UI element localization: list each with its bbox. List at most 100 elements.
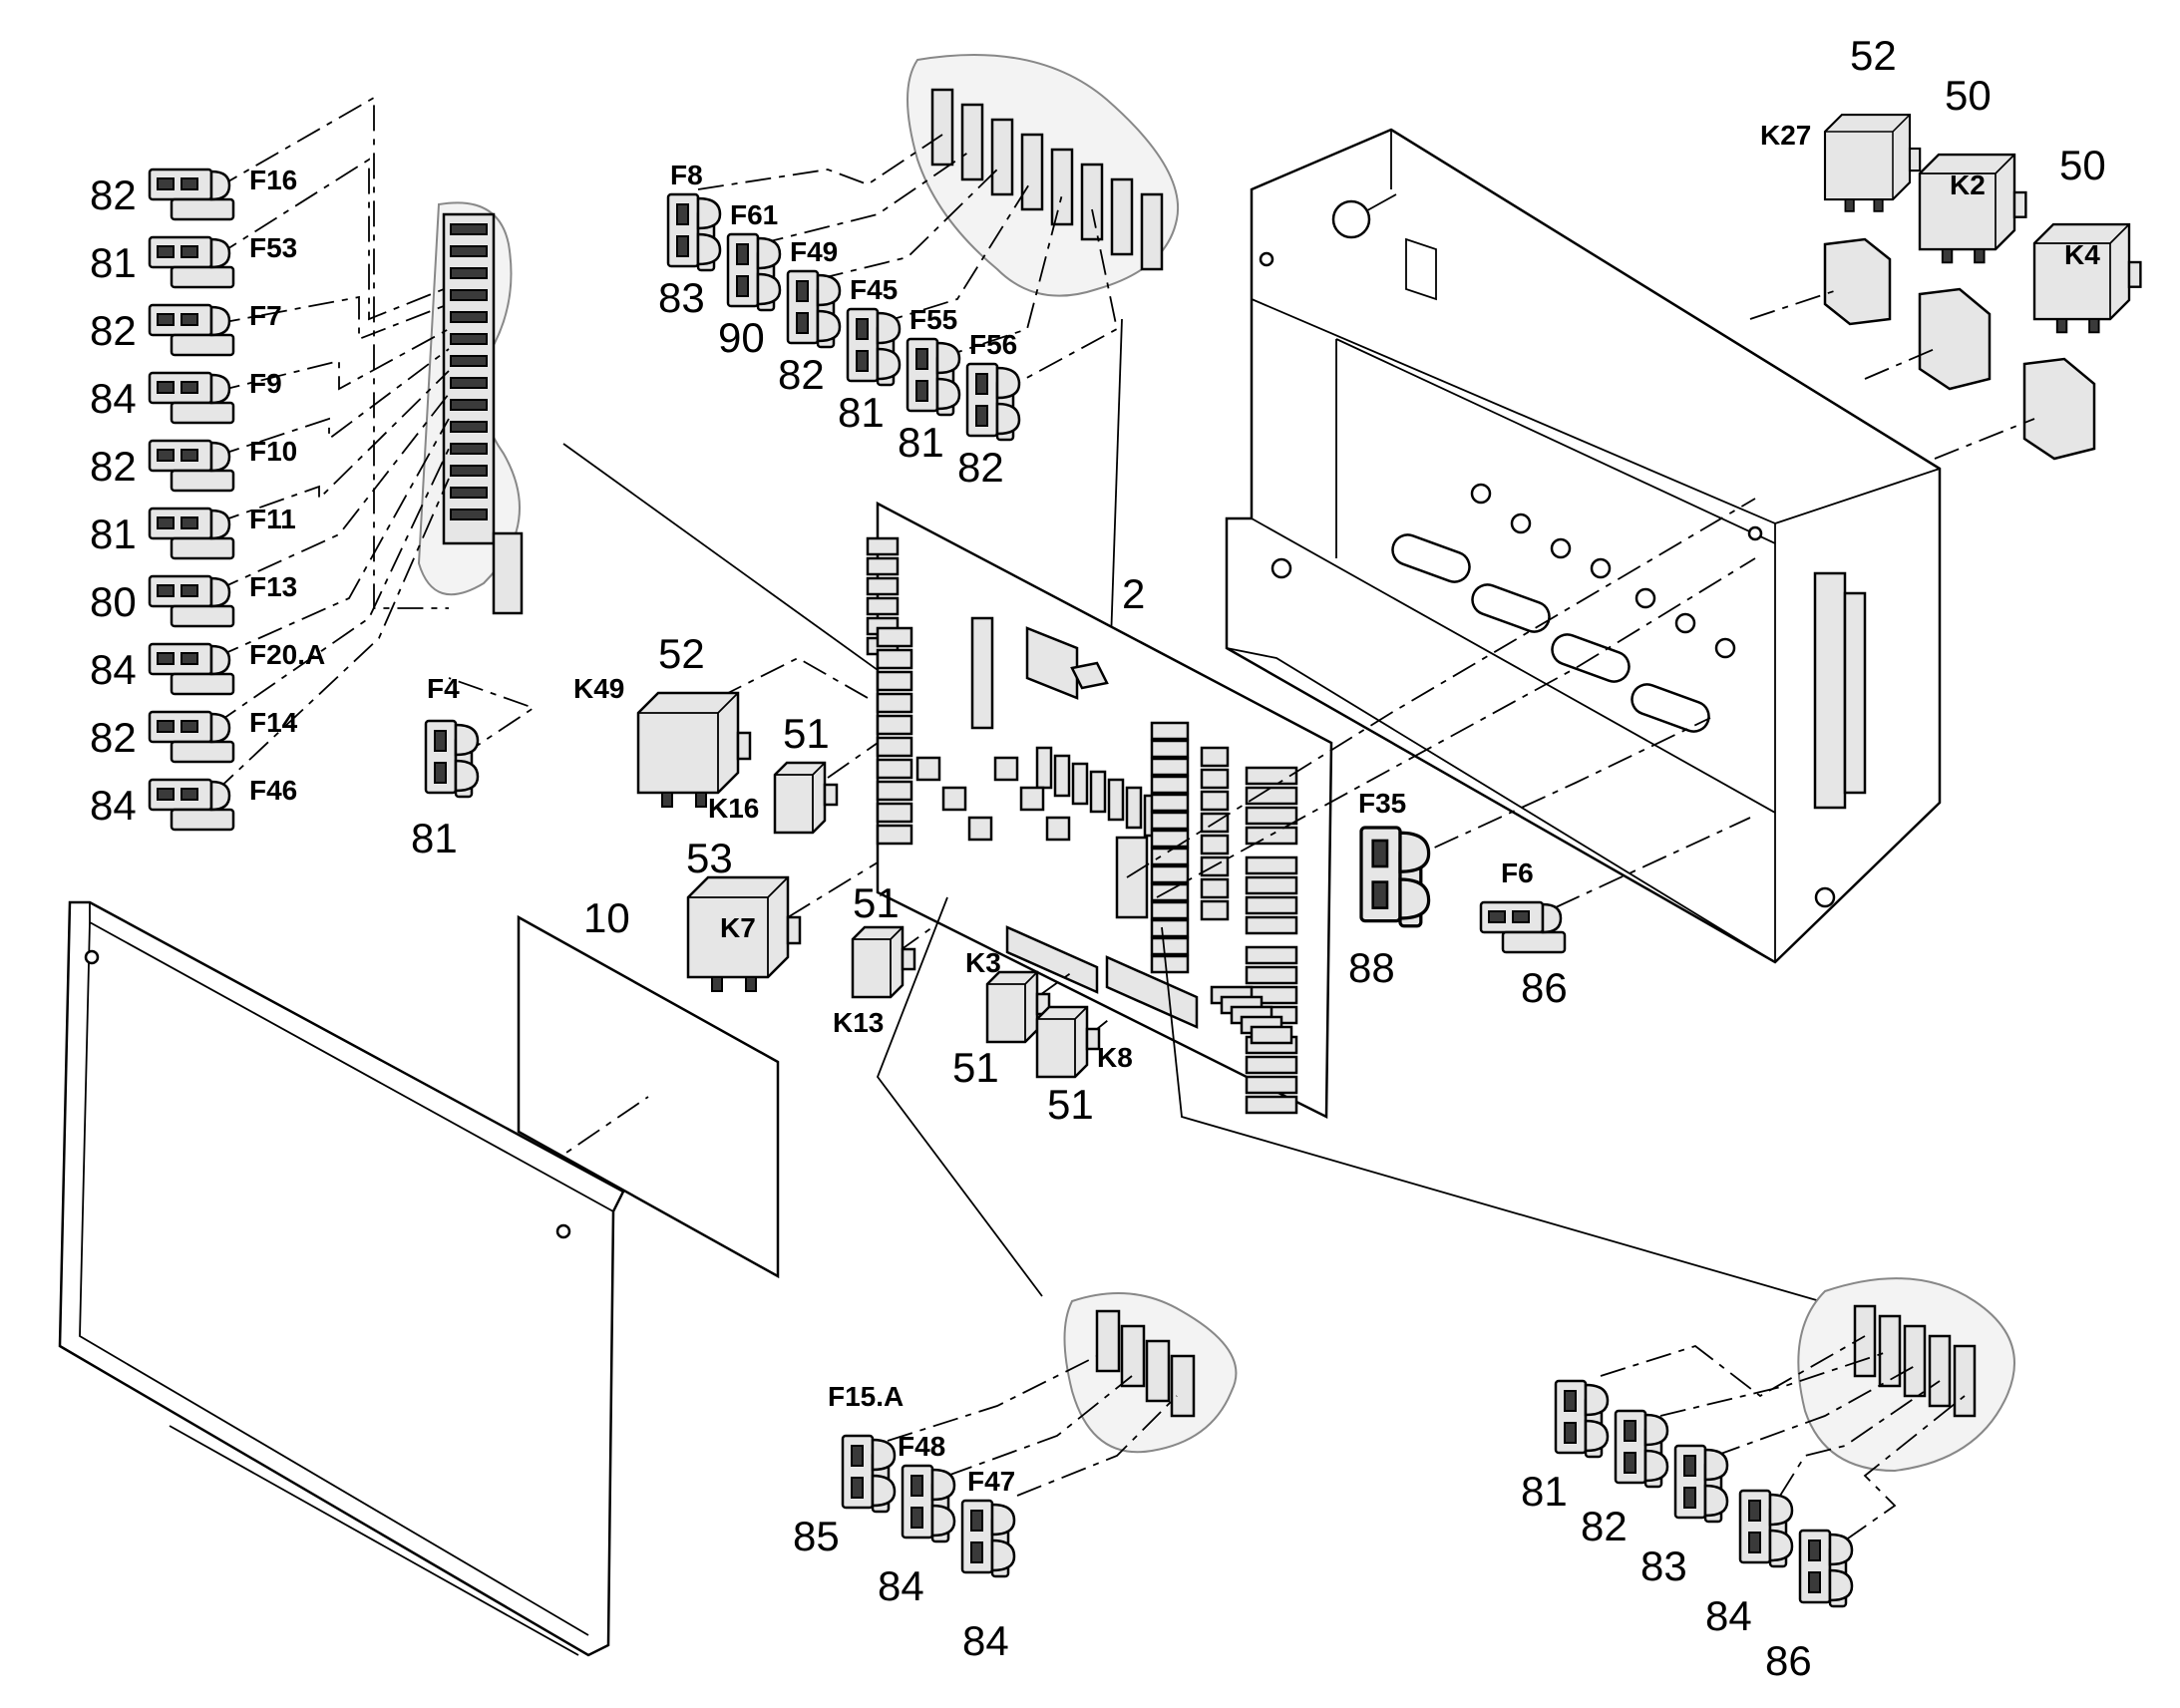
relay-k16-code: K16 xyxy=(708,793,759,824)
holder-slot xyxy=(450,487,488,499)
top-fuse-code: F56 xyxy=(969,329,1017,360)
holder-slot xyxy=(450,377,488,389)
left-fuse-f11: 81 F11 xyxy=(90,504,296,560)
holder-slot xyxy=(450,465,488,477)
left-fuse-code: F10 xyxy=(249,436,297,467)
fuse-f35-code: F35 xyxy=(1358,788,1406,819)
bottom-fuse-code: F47 xyxy=(967,1466,1015,1497)
relay-k13: K13 51 xyxy=(833,879,916,1038)
left-fuse-number: 82 xyxy=(90,443,137,490)
left-fuse-f10: 82 F10 xyxy=(90,436,297,493)
left-fuse-code: F14 xyxy=(249,707,298,738)
relay-code: K4 xyxy=(2064,239,2100,270)
control-board-pcb: 2 xyxy=(866,501,1333,1120)
top-fuse-code: F45 xyxy=(850,274,898,305)
relay-k13-number: 51 xyxy=(853,879,900,926)
bottom-right-fuse: 83 xyxy=(1640,1444,1729,1589)
relay-number: 50 xyxy=(2059,142,2106,188)
left-fuse-holder-block xyxy=(442,212,524,615)
left-fuse-code: F7 xyxy=(249,300,282,331)
holder-slot xyxy=(450,443,488,455)
relay-number: 52 xyxy=(1850,32,1897,79)
top-fuse-code: F61 xyxy=(730,199,778,230)
bottom-fuse-code: F15.A xyxy=(828,1381,904,1412)
relay-k7: K7 53 xyxy=(686,835,802,993)
fuse-f6: F6 86 xyxy=(1479,857,1568,1011)
left-fuse-number: 81 xyxy=(90,239,137,286)
left-fuse-f9: 84 F9 xyxy=(90,368,282,425)
top-fuse-number: 82 xyxy=(957,444,1004,491)
left-fuse-code: F53 xyxy=(249,232,297,263)
left-fuse-code: F9 xyxy=(249,368,282,399)
top-fuse-code: F8 xyxy=(670,160,703,190)
electrical-box-housing xyxy=(1225,128,1942,964)
top-fuse-number: 90 xyxy=(718,314,765,361)
cover-panel xyxy=(58,900,625,1657)
relay-k8-code: K8 xyxy=(1097,1042,1133,1073)
top-fuse-code: F55 xyxy=(909,304,957,335)
left-fuse-code: F46 xyxy=(249,775,297,806)
holder-slot xyxy=(450,311,488,323)
left-fuse-number: 80 xyxy=(90,578,137,625)
left-fuse-number: 82 xyxy=(90,307,137,354)
fuse-f4-number: 81 xyxy=(411,815,458,861)
side-terminal-strip xyxy=(1813,571,1867,810)
relay-sockets-top-right xyxy=(1749,237,2096,461)
relay-code: K27 xyxy=(1760,120,1811,151)
holder-slot xyxy=(450,333,488,345)
bottom-right-fuse-number: 83 xyxy=(1640,1542,1687,1589)
relay-k16: K16 51 xyxy=(708,710,839,835)
relay-number: 50 xyxy=(1945,72,1992,119)
relay-k7-number: 53 xyxy=(686,835,733,881)
left-fuse-number: 82 xyxy=(90,714,137,761)
relay-k27: K27 52 xyxy=(1760,32,1922,212)
bottom-right-fuse: 84 xyxy=(1705,1489,1794,1639)
holder-slot xyxy=(450,245,488,257)
top-fuse-number: 82 xyxy=(778,351,825,398)
top-fuse-code: F49 xyxy=(790,236,838,267)
left-fuse-code: F11 xyxy=(249,504,296,534)
relay-k3: K3 51 xyxy=(952,947,1051,1091)
bottom-right-fuse: 82 xyxy=(1581,1409,1669,1549)
left-fuse-number: 84 xyxy=(90,375,137,422)
fuse-f6-number: 86 xyxy=(1521,964,1568,1011)
bottom-fuse-code: F48 xyxy=(898,1431,945,1462)
top-fuse-f45: F45 81 xyxy=(838,274,902,436)
label-sheet: 10 xyxy=(517,894,780,1279)
holder-slot xyxy=(450,223,488,235)
box-knockouts xyxy=(1391,483,1736,733)
fuse-f4: F4 81 xyxy=(411,673,480,861)
relay-k8-number: 51 xyxy=(1047,1081,1094,1128)
relay-code: K2 xyxy=(1950,170,1986,200)
bottom-fuse-f15.a: F15.A85 xyxy=(793,1381,904,1559)
top-fuse-f56: F56 82 xyxy=(957,329,1021,491)
holder-slot xyxy=(450,399,488,411)
bottom-right-fuse-number: 81 xyxy=(1521,1468,1568,1515)
fuse-f35: F35 88 xyxy=(1348,788,1431,991)
bottom-right-leaders xyxy=(1600,1335,1966,1541)
bottom-center-holder-block xyxy=(1095,1309,1196,1418)
left-fuse-f53: 81 F53 xyxy=(90,232,297,289)
bottom-right-fuse: 81 xyxy=(1521,1379,1610,1515)
holder-slot xyxy=(450,355,488,367)
holder-slot xyxy=(450,267,488,279)
top-fuse-f61: F61 90 xyxy=(718,199,782,361)
relay-k13-code: K13 xyxy=(833,1007,884,1038)
left-fuse-f7: 82 F7 xyxy=(90,300,282,357)
holder-slot xyxy=(450,289,488,301)
pcb-leaders xyxy=(717,498,1821,1302)
relay-k7-code: K7 xyxy=(720,912,756,943)
left-fuse-number: 81 xyxy=(90,511,137,557)
top-fuse-number: 81 xyxy=(838,389,885,436)
board-number: 2 xyxy=(1122,570,1145,617)
left-fuse-f14: 82 F14 xyxy=(90,707,298,764)
